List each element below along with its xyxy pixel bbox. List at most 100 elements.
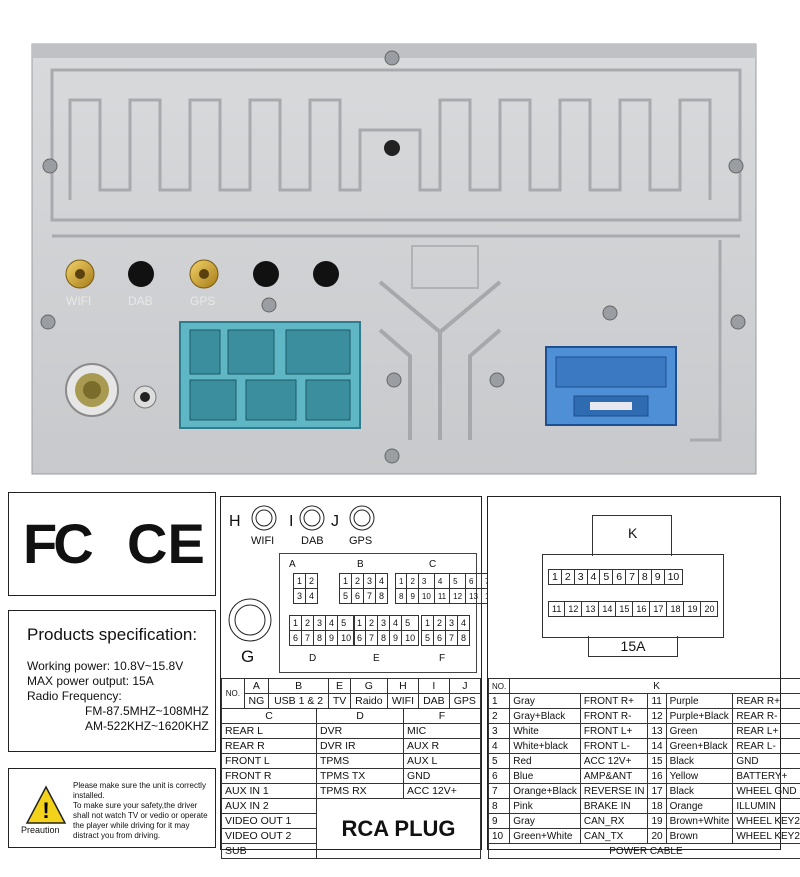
table-cell: 20 [700, 601, 719, 617]
table-cell: AUX IN 2 [221, 798, 317, 814]
table-cell: 1 [288, 615, 303, 631]
table-cell: 18 [647, 798, 667, 814]
table-cell: 10 [487, 828, 511, 844]
table-cell: 11 [547, 601, 566, 617]
table-cell: FRONT R [221, 768, 317, 784]
table-cell: CAN_RX [579, 813, 649, 829]
table-cell: K [509, 678, 800, 694]
panel-gps-label: GPS [190, 294, 215, 308]
table-cell: 19 [683, 601, 702, 617]
table-cell: NG [243, 693, 270, 709]
table-cell: WHEEL GND [732, 783, 800, 799]
table-cell: ACC 12V+ [403, 783, 481, 799]
table-cell: 3 [292, 588, 307, 604]
table-cell: 14 [598, 601, 617, 617]
table-cell: 17 [647, 783, 667, 799]
table-cell: REAR R [221, 738, 317, 754]
fcc-logo: FC [23, 512, 94, 575]
table-cell: Black [665, 753, 734, 769]
table-cell: REAR R+ [732, 693, 800, 709]
table-cell: 15 [615, 601, 634, 617]
warning-badge: Preaution [21, 825, 60, 835]
table-cell: 8 [457, 630, 471, 646]
table-cell: 2 [351, 573, 365, 589]
table-cell: 8 [487, 798, 511, 814]
table-cell: 13 [581, 601, 600, 617]
fuse-label: 15A [588, 636, 678, 657]
table-cell: 1 [487, 693, 511, 709]
table-cell: Pink [509, 798, 581, 814]
table-cell: USB 1 & 2 [268, 693, 330, 709]
table-cell: H [386, 678, 420, 694]
table-cell: FRONT R+ [579, 693, 649, 709]
table-cell: Brown [665, 828, 734, 844]
antenna-jack-icons [251, 505, 375, 531]
table-cell: 7 [301, 630, 315, 646]
table-cell: 6 [487, 768, 511, 784]
antenna-dab-label: DAB [301, 535, 324, 547]
warning-text-2: To make sure your safety,the driver shal… [73, 801, 208, 840]
table-cell: 4 [325, 615, 339, 631]
warning-triangle-icon: ! [25, 785, 67, 824]
table-cell: 3 [487, 723, 511, 739]
table-cell: 12 [564, 601, 583, 617]
table-cell: 3 [573, 569, 588, 585]
table-cell: 2 [301, 615, 315, 631]
warning-box: ! Preaution Please make sure the unit is… [8, 768, 216, 848]
table-cell: NO. [487, 678, 511, 694]
table-cell: 15 [647, 753, 667, 769]
table-cell: I [418, 678, 450, 694]
table-cell: 3 [377, 615, 391, 631]
table-cell: WIFI [386, 693, 420, 709]
rca-plug-title: RCA PLUG [316, 798, 481, 859]
connector-c-label: C [429, 559, 437, 570]
table-cell: FRONT L- [579, 738, 649, 754]
table-cell: 7 [445, 630, 459, 646]
table-cell: DAB [418, 693, 450, 709]
table-cell: 11 [647, 693, 667, 709]
rca-table: NO. A B E G H I J NG USB 1 & 2 TV Raido … [221, 678, 482, 709]
panel-dab-label: DAB [128, 294, 153, 308]
table-cell: ACC 12V+ [579, 753, 649, 769]
table-cell: 3 [445, 615, 459, 631]
table-cell: F [403, 708, 481, 724]
head-unit-back-panel: WIFI DAB GPS [31, 43, 757, 475]
table-cell: 2 [406, 573, 419, 589]
g-jack-icon [228, 598, 272, 642]
table-cell: REVERSE IN [579, 783, 649, 799]
table-cell: AUX R [403, 738, 481, 754]
table-cell: 5 [338, 588, 353, 604]
table-cell: Raido [349, 693, 388, 709]
table-cell: 12 [449, 588, 467, 604]
table-cell: 4 [433, 573, 451, 589]
table-cell: 1 [420, 615, 435, 631]
table-cell: White [509, 723, 581, 739]
k-connector-tab [592, 515, 672, 556]
table-cell: 3 [313, 615, 327, 631]
table-cell: A [243, 678, 270, 694]
table-cell: TPMS [316, 753, 404, 769]
table-cell: G [349, 678, 388, 694]
table-cell: 4 [375, 573, 389, 589]
table-cell: Orange [665, 798, 734, 814]
table-cell: 2 [487, 708, 511, 724]
product-specification-box: Products specification: Working power: 1… [8, 610, 216, 752]
table-cell: MIC [403, 723, 481, 739]
table-cell: Orange+Black [509, 783, 581, 799]
spec-title: Products specification: [27, 625, 198, 644]
spec-am: AM-522KHZ~1620KHZ [85, 719, 209, 733]
table-cell: Green+Black [665, 738, 734, 754]
table-cell: 10 [663, 569, 684, 585]
table-cell: 5 [401, 615, 420, 631]
table-cell: Green+White [509, 828, 581, 844]
